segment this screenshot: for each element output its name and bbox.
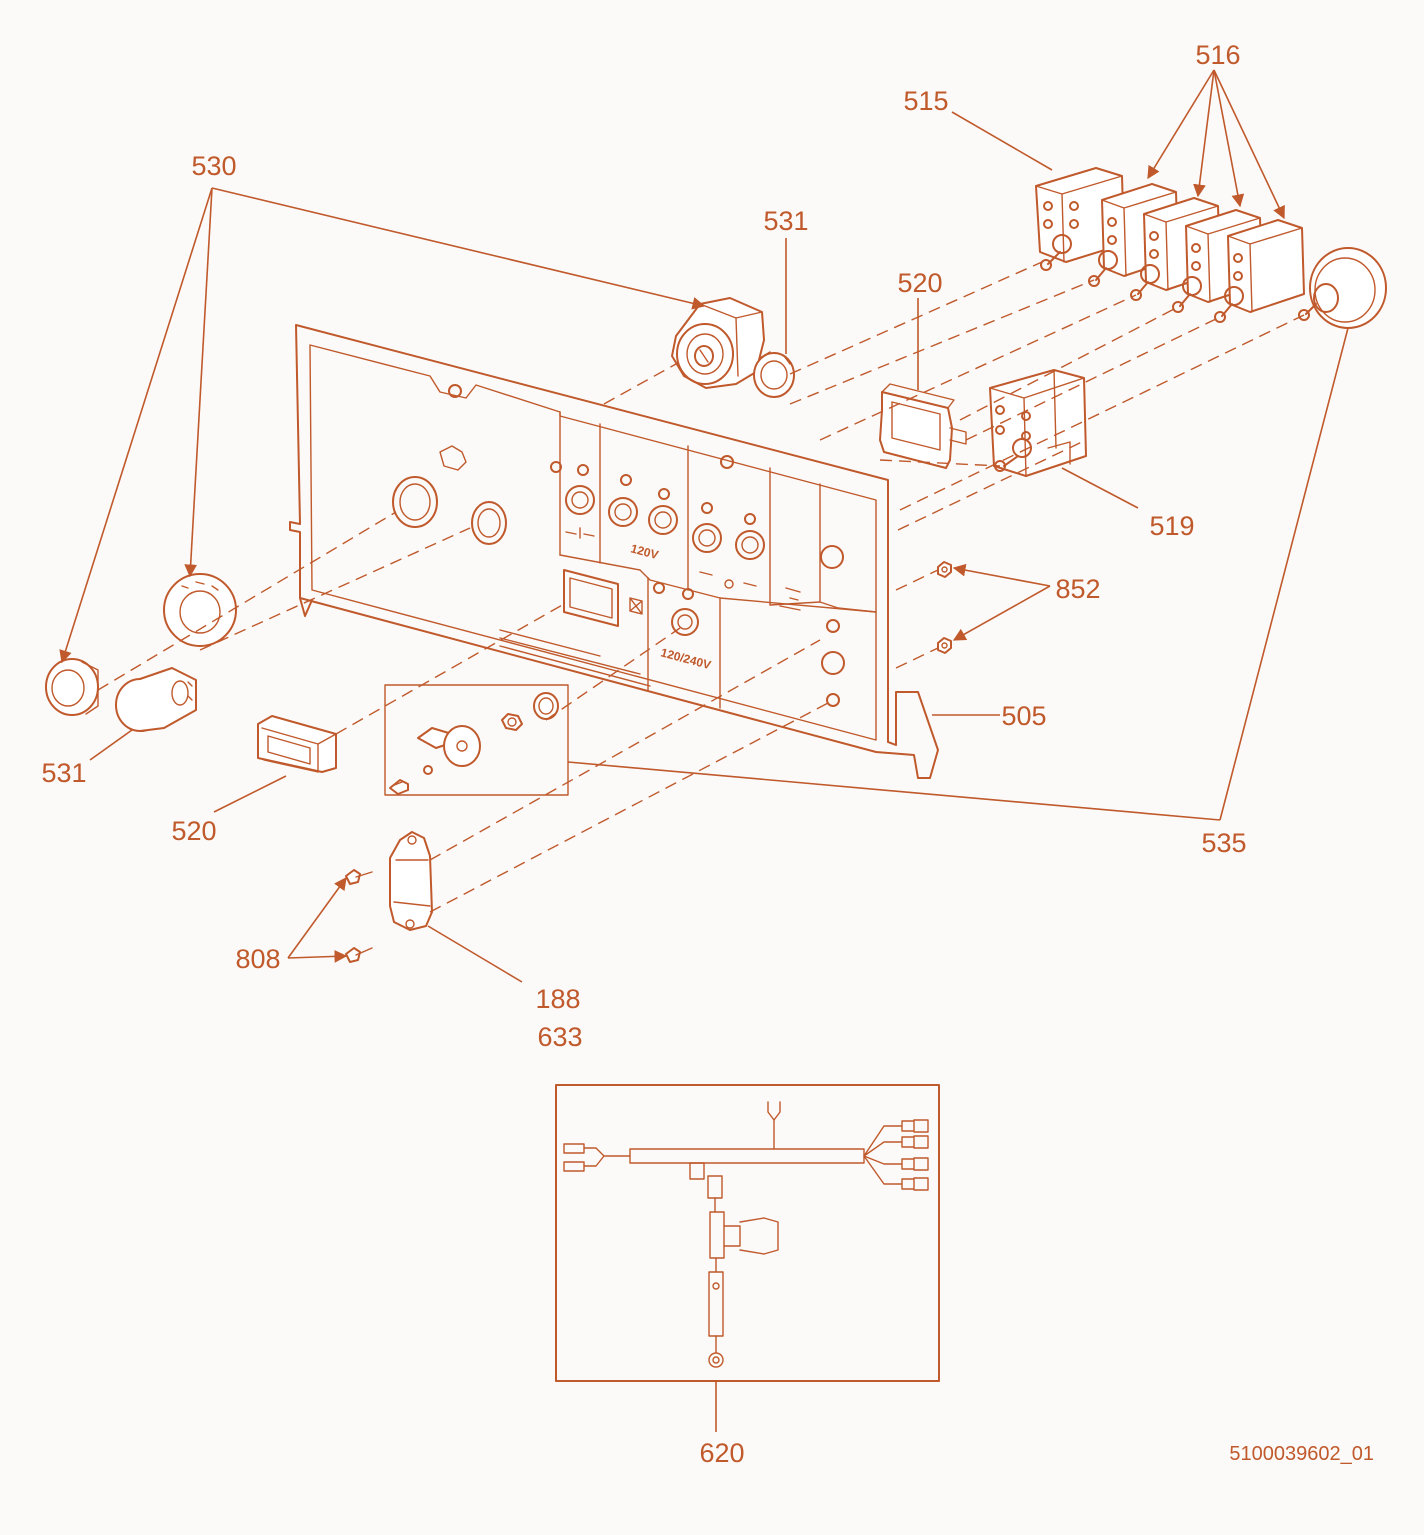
callout-531-left: 531 [41,758,86,788]
callout-520-top: 520 [897,268,942,298]
receptacle-188 [389,831,433,931]
callout-535: 535 [1201,828,1246,858]
leader-lines [59,69,1349,1432]
callout-515: 515 [903,86,948,116]
callout-520-left: 520 [171,816,216,846]
callout-530: 530 [191,151,236,181]
circuit-breaker-row [1035,167,1305,323]
outlet-120-240v-label: 120/240V [659,645,712,672]
assembly-guide-lines [97,261,1305,913]
callout-852: 852 [1055,574,1100,604]
hour-meter [257,715,337,773]
drawing-number: 5100039602_01 [1229,1443,1374,1465]
outlet-120v-label: 120V [629,541,660,562]
callout-808: 808 [235,944,280,974]
nut-852-lower [937,637,952,654]
switch-label-plate [163,573,237,647]
callout-505: 505 [1001,701,1046,731]
callout-531-top: 531 [763,206,808,236]
selector-detail-box [384,684,569,796]
callout-516: 516 [1195,40,1240,70]
callout-633: 633 [537,1022,582,1052]
rotary-knob-top [1298,247,1387,329]
nut-852-upper [937,561,952,578]
screw-808-upper [345,869,373,885]
ring-nut-top [753,351,795,398]
callout-620: 620 [699,1438,744,1468]
ignition-switch [671,297,765,389]
indicator-lamp [115,667,197,732]
control-panel-505: 120V 120/240V [289,324,939,779]
callout-519: 519 [1149,511,1194,541]
ring-nut-left [45,658,99,716]
wiring-harness-620 [555,1084,940,1382]
meter-bracket-top [879,383,967,469]
callout-188: 188 [535,984,580,1014]
screw-808-lower [345,947,373,963]
